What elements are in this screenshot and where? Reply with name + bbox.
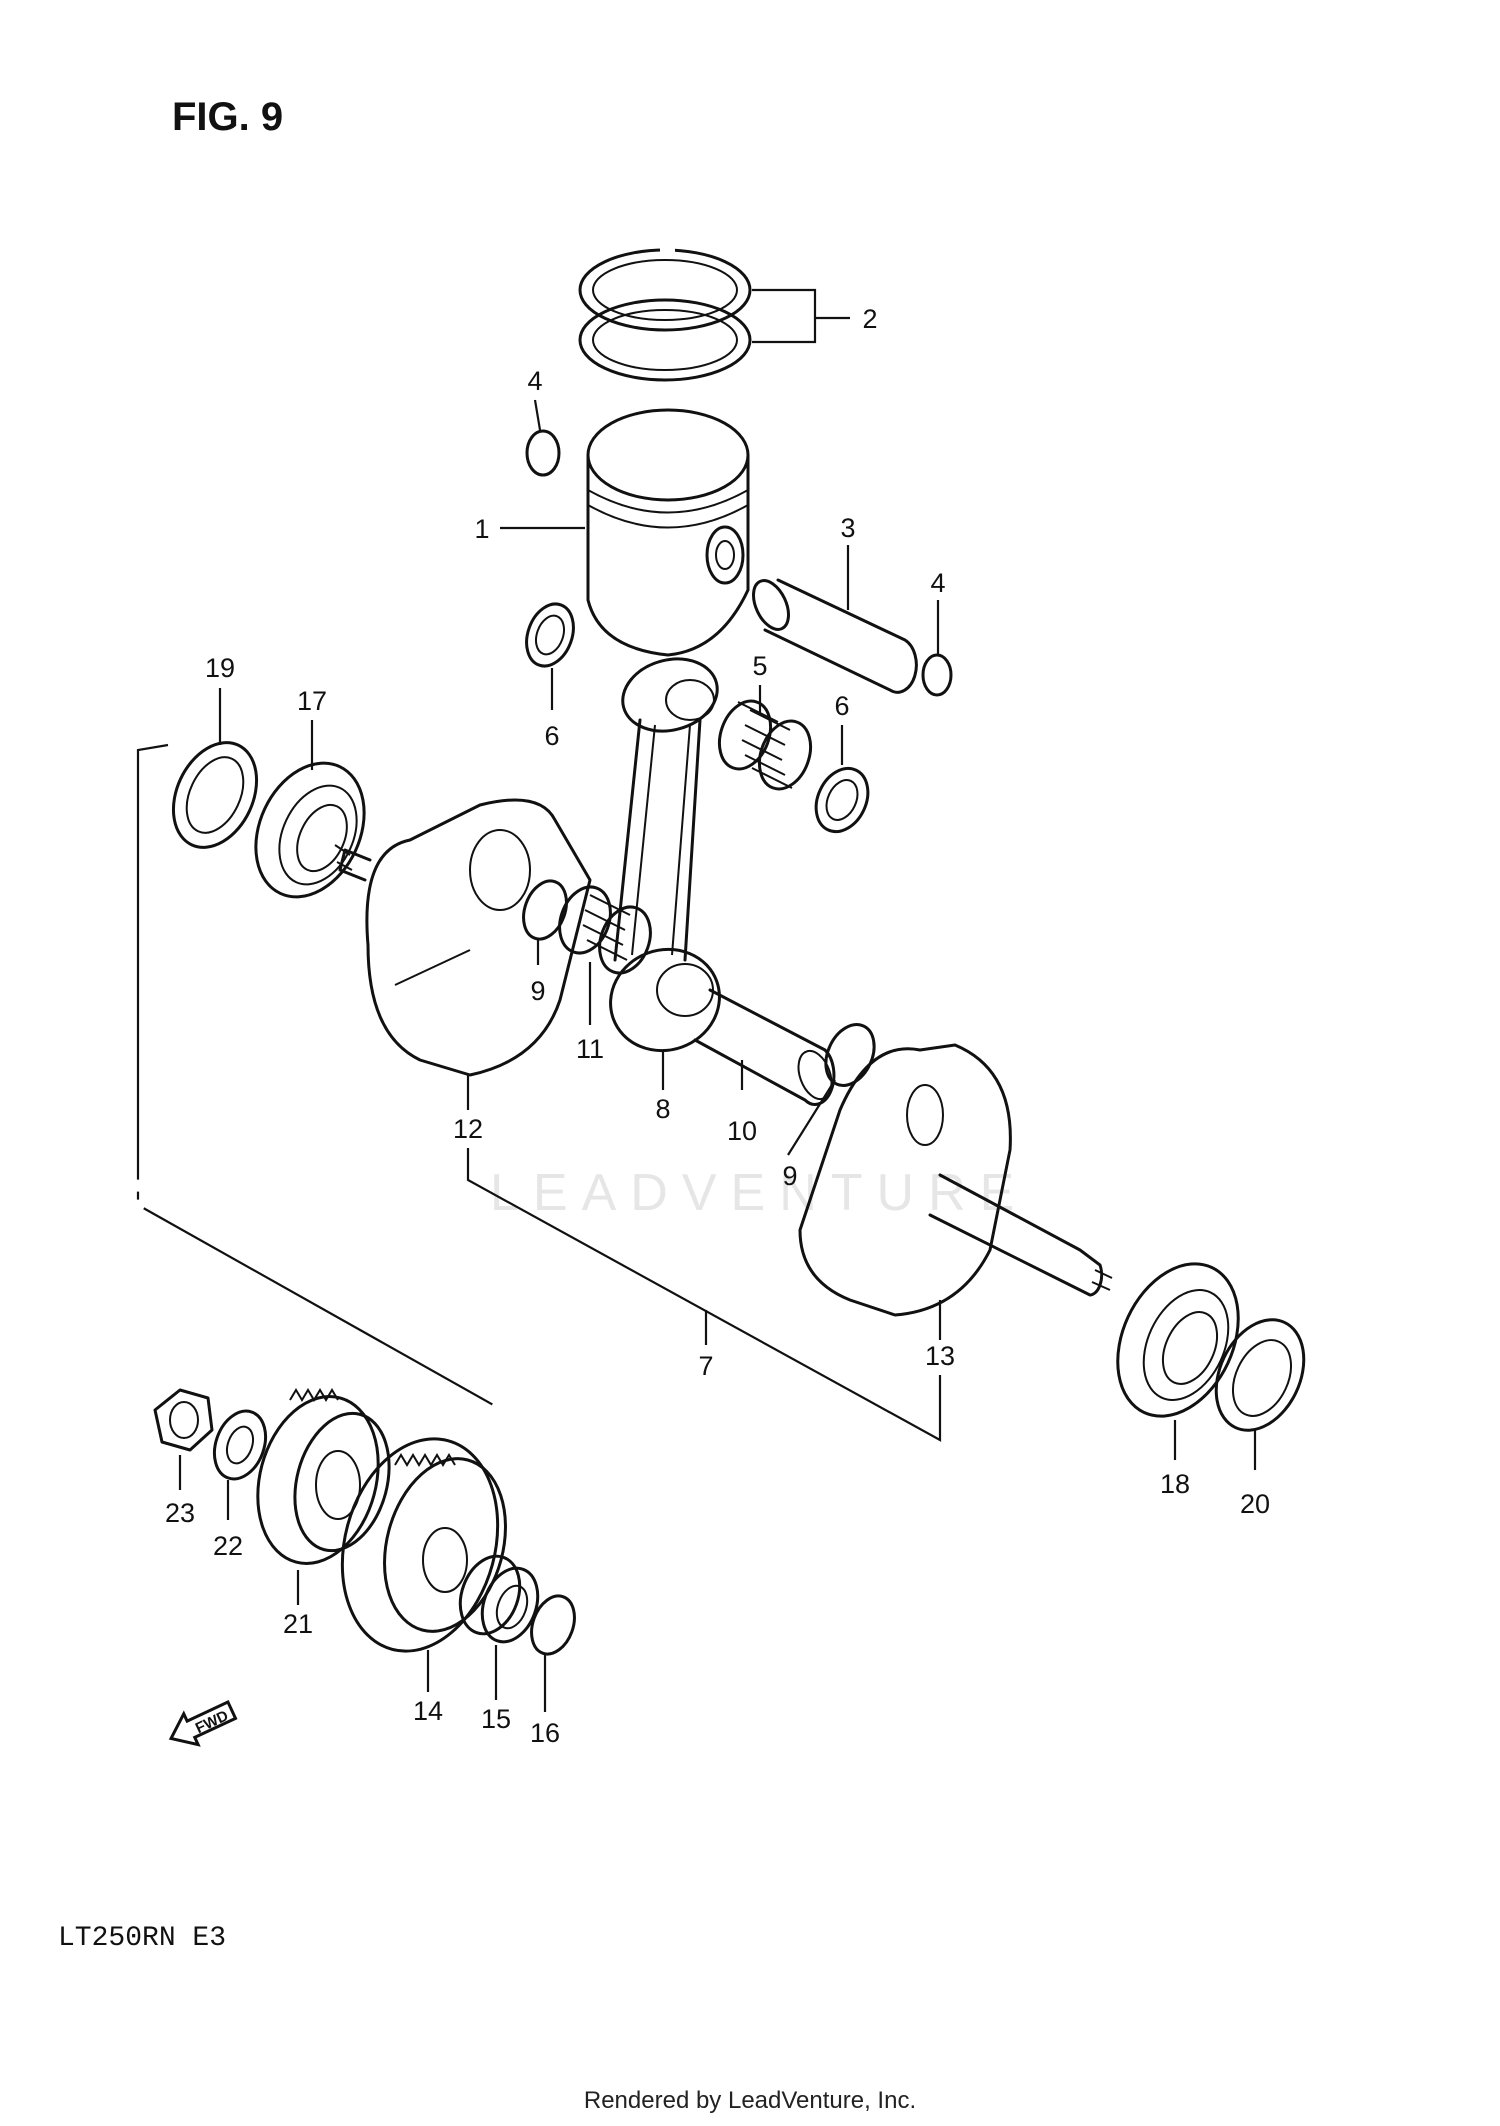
left-crank-web — [334, 798, 592, 1077]
callout-5: 5 — [752, 651, 767, 681]
thrust-washer-bottom — [814, 766, 870, 834]
callout-2: 2 — [862, 304, 877, 334]
primary-drive-gear — [256, 1388, 391, 1565]
right-crank-web — [798, 1043, 1113, 1317]
figure-title: FIG. 9 — [172, 95, 283, 139]
crank-washer-right — [824, 1023, 876, 1087]
callout-22: 22 — [213, 1531, 243, 1561]
callout-13: 13 — [925, 1341, 955, 1371]
callout-4a: 4 — [527, 366, 542, 396]
callout-9b: 9 — [782, 1161, 797, 1191]
small-end-needle-bearing — [717, 699, 813, 791]
connecting-rod — [609, 657, 721, 1053]
callout-4a-leader — [533, 399, 542, 431]
callout-21: 21 — [283, 1609, 313, 1639]
callout-1: 1 — [474, 514, 489, 544]
callout-7: 7 — [698, 1351, 713, 1381]
crank-nut — [153, 1388, 214, 1452]
assembly-bracket — [136, 743, 602, 1652]
piston-rings — [578, 248, 752, 382]
callout-4b: 4 — [930, 568, 945, 598]
callout-15: 15 — [481, 1704, 511, 1734]
piston-pin-circlip-left — [525, 429, 561, 477]
callout-23: 23 — [165, 1498, 195, 1528]
o-ring — [530, 1594, 576, 1656]
crank-pin — [693, 988, 836, 1106]
callout-16: 16 — [530, 1718, 560, 1748]
footer-credit: Rendered by LeadVenture, Inc. — [584, 2087, 916, 2114]
callout-10: 10 — [727, 1116, 757, 1146]
thrust-washer-top — [525, 602, 575, 668]
callout-9b-leader — [787, 1079, 836, 1156]
callout-11: 11 — [576, 1034, 604, 1064]
callout-3: 3 — [840, 513, 855, 543]
piston — [586, 408, 750, 657]
callout-6a: 6 — [544, 721, 559, 751]
piston-pin-circlip-right — [921, 653, 953, 697]
callout-12: 12 — [453, 1114, 483, 1144]
watermark: LEADVENTURE — [490, 1164, 1028, 1222]
callout-7-bracket — [466, 1148, 942, 1442]
model-code: LT250RN E3 — [58, 1923, 226, 1954]
callout-17: 17 — [297, 686, 327, 716]
fwd-direction-arrow: FWD — [168, 1700, 238, 1747]
crank-nut-washer — [212, 1409, 268, 1481]
callout-14: 14 — [413, 1696, 443, 1726]
oil-pump-drive-gear — [340, 1437, 507, 1653]
callout-6b: 6 — [834, 691, 849, 721]
callout-9a: 9 — [530, 976, 545, 1006]
callout-20: 20 — [1240, 1489, 1270, 1519]
oil-seal-right — [1214, 1318, 1306, 1432]
callout-18: 18 — [1160, 1469, 1190, 1499]
callout-19: 19 — [205, 653, 235, 683]
crank-bearing-right — [1116, 1262, 1240, 1418]
oil-seal-left — [171, 741, 259, 849]
piston-pin — [752, 578, 918, 694]
callout-8: 8 — [655, 1094, 670, 1124]
crank-bearing-left — [254, 761, 366, 899]
crank-washer-left — [522, 879, 568, 941]
callout-2-leader — [752, 288, 850, 344]
